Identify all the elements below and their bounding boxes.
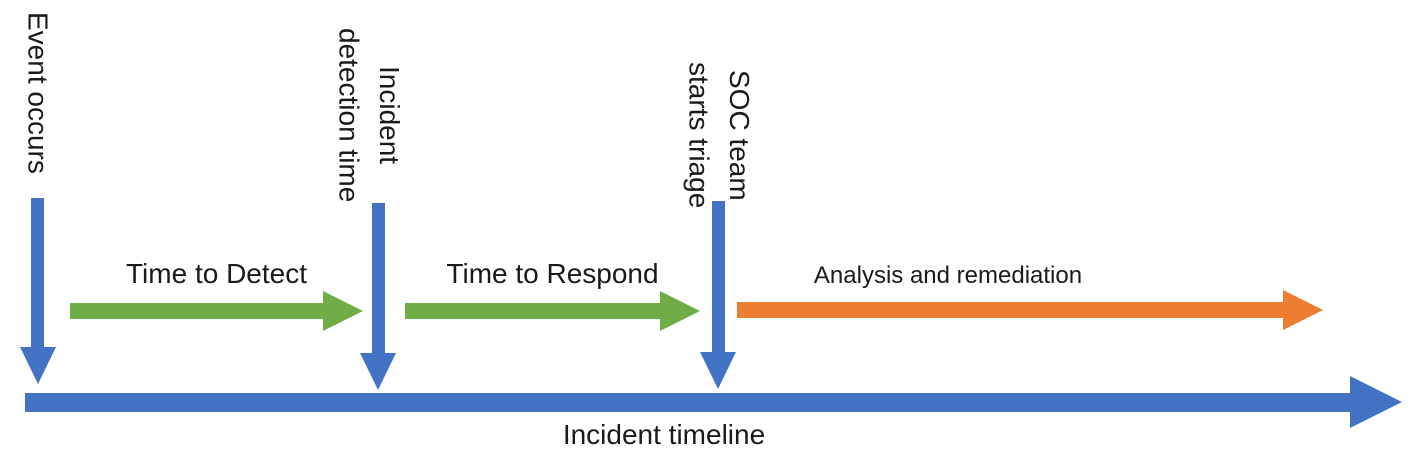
arrow-head-right-icon — [660, 291, 700, 331]
arrow-shaft — [712, 201, 725, 352]
arrow-head-down-icon — [700, 352, 736, 389]
arrow-shaft — [31, 198, 44, 347]
arrow-shaft — [25, 393, 1350, 412]
timeline-label: Incident timeline — [562, 419, 766, 450]
phase-label-time-to-detect: Time to Detect — [125, 258, 307, 289]
arrow-shaft — [372, 203, 385, 353]
arrow-shaft — [405, 303, 660, 319]
arrow-head-down-icon — [360, 353, 396, 390]
arrow-shaft — [70, 303, 323, 319]
arrow-head-right-icon — [1283, 290, 1323, 330]
milestone-label-incident-detection-time: Incident detection time — [333, 27, 406, 203]
arrow-head-down-icon — [20, 347, 56, 384]
phase-label-time-to-respond: Time to Respond — [446, 258, 659, 289]
milestone-label-event-occurs: Event occurs — [22, 12, 54, 174]
milestone-label-soc-team-starts-triage: SOC team starts triage — [683, 61, 756, 209]
arrow-head-right-icon — [323, 291, 363, 331]
arrow-shaft — [737, 302, 1283, 318]
arrow-head-right-icon — [1350, 376, 1402, 428]
phase-label-analysis-and-remediation: Analysis and remediation — [813, 262, 1083, 289]
